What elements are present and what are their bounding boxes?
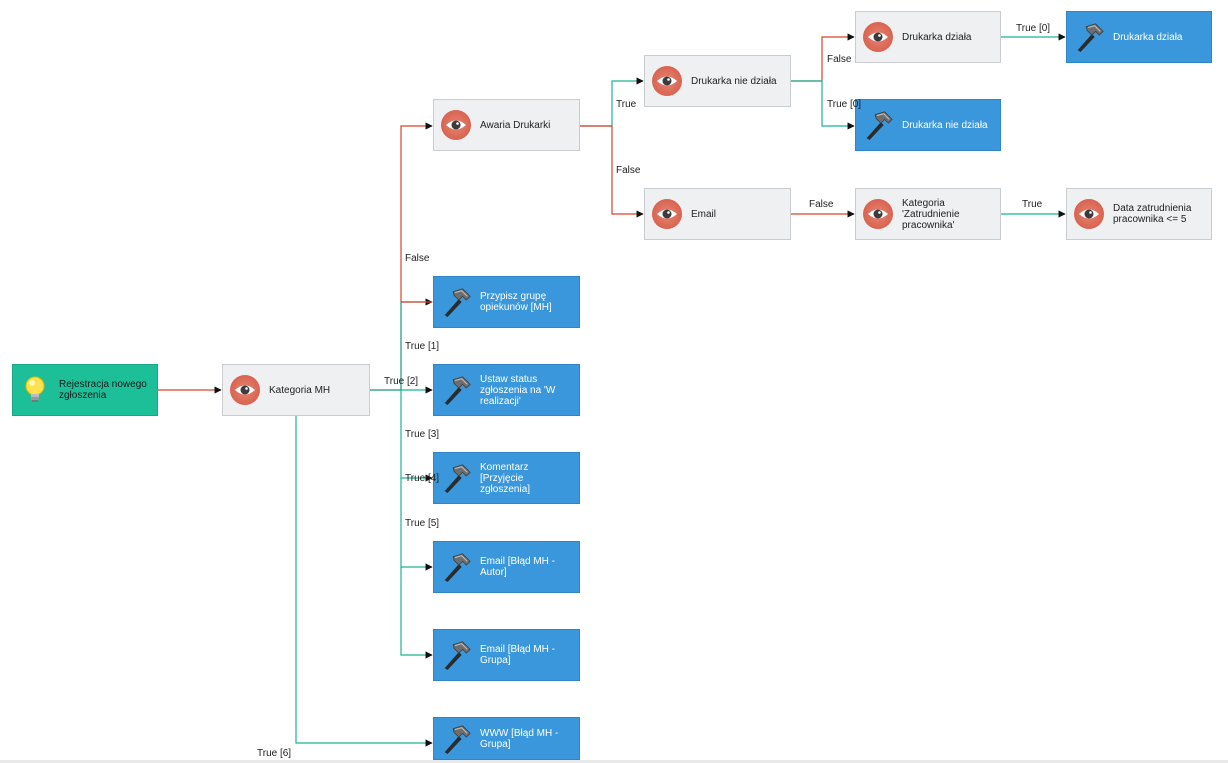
node-data-zatrudnienia-label: Data zatrudnienia pracownika <= 5 xyxy=(1113,203,1192,225)
edge-label-nie-dziala-false: False xyxy=(827,54,852,65)
hammer-icon xyxy=(440,723,472,755)
eye-icon xyxy=(862,198,894,230)
node-kategoria-mh[interactable]: Kategoria MH xyxy=(222,364,370,416)
node-email-cond-label: Email xyxy=(691,208,717,220)
edge-label-true-4: True [4] xyxy=(405,473,440,484)
node-data-zatrudnienia[interactable]: Data zatrudnienia pracownika <= 5 xyxy=(1066,188,1212,240)
edge-label-zatrudnienie-true: True xyxy=(1022,199,1043,210)
node-drukarka-dziala-cond[interactable]: Drukarka działa xyxy=(855,11,1001,63)
node-www-label: WWW [Błąd MH - Grupa] xyxy=(480,727,559,750)
node-www[interactable]: WWW [Błąd MH - Grupa] xyxy=(433,717,580,760)
edge-label-false-main: False xyxy=(405,253,430,264)
node-drukarka-nie-dziala-action[interactable]: Drukarka nie działa xyxy=(855,99,1001,151)
node-email-grupa-label: Email [Błąd MH - Grupa] xyxy=(480,644,556,666)
edge-label-true-2: True [2] xyxy=(384,376,419,387)
node-email-cond[interactable]: Email xyxy=(644,188,791,240)
edge-label-true-3: True [3] xyxy=(405,429,440,440)
edge-label-true-5: True [5] xyxy=(405,518,440,529)
node-kategoria-zatrudnienie-label: Kategoria 'Zatrudnienie pracownika' xyxy=(902,197,960,231)
node-drukarka-dziala-cond-label: Drukarka działa xyxy=(902,31,972,43)
hammer-icon xyxy=(440,551,472,583)
lightbulb-icon xyxy=(19,374,51,406)
node-drukarka-nie-dziala-cond[interactable]: Drukarka nie działa xyxy=(644,55,791,107)
node-komentarz[interactable]: Komentarz [Przyjęcie zgłoszenia] xyxy=(433,452,580,504)
node-ustaw-label: Ustaw status zgłoszenia na 'W realizacji… xyxy=(480,373,556,407)
hammer-icon xyxy=(440,286,472,318)
edge-label-awaria-false: False xyxy=(616,165,641,176)
edge-awaria-false xyxy=(580,125,644,218)
node-drukarka-dziala-action[interactable]: Drukarka działa xyxy=(1066,11,1212,63)
node-kategoria-zatrudnienie[interactable]: Kategoria 'Zatrudnienie pracownika' xyxy=(855,188,1001,240)
eye-icon xyxy=(651,198,683,230)
hammer-icon xyxy=(862,109,894,141)
eye-icon xyxy=(440,109,472,141)
node-przypisz-grupe[interactable]: Przypisz grupę opiekunów [MH] xyxy=(433,276,580,328)
node-email-autor-label: Email [Błąd MH - Autor] xyxy=(480,556,556,578)
hammer-icon xyxy=(440,374,472,406)
hammer-icon xyxy=(1073,21,1105,53)
eye-icon xyxy=(862,21,894,53)
edge-label-email-false: False xyxy=(809,199,834,210)
node-awaria-drukarki[interactable]: Awaria Drukarki xyxy=(433,99,580,151)
node-drukarka-nie-dziala-action-label: Drukarka nie działa xyxy=(902,119,988,131)
node-email-autor[interactable]: Email [Błąd MH - Autor] xyxy=(433,541,580,593)
node-awaria-label: Awaria Drukarki xyxy=(480,119,551,131)
node-drukarka-dziala-action-label: Drukarka działa xyxy=(1113,31,1183,43)
hammer-icon xyxy=(440,462,472,494)
eye-icon xyxy=(229,374,261,406)
edge-true5-email-grupa xyxy=(400,567,433,659)
node-drukarka-nie-dziala-cond-label: Drukarka nie działa xyxy=(691,75,777,87)
node-email-grupa[interactable]: Email [Błąd MH - Grupa] xyxy=(433,629,580,681)
edge-niedziala-true0 xyxy=(791,80,855,130)
node-komentarz-label: Komentarz [Przyjęcie zgłoszenia] xyxy=(480,461,531,495)
eye-icon xyxy=(1073,198,1105,230)
node-start-label: Rejestracja nowego zgłoszenia xyxy=(59,379,147,401)
hammer-icon xyxy=(440,639,472,671)
edge-label-awaria-true: True xyxy=(616,99,637,110)
node-ustaw-status[interactable]: Ustaw status zgłoszenia na 'W realizacji… xyxy=(433,364,580,416)
node-przypisz-label: Przypisz grupę opiekunów [MH] xyxy=(480,291,552,313)
edge-label-true-1: True [1] xyxy=(405,341,440,352)
node-start[interactable]: Rejestracja nowego zgłoszenia xyxy=(12,364,158,416)
edge-label-dziala-true0: True [0] xyxy=(1016,23,1051,34)
bottom-scroll-strip xyxy=(0,760,1228,763)
node-kategoria-mh-label: Kategoria MH xyxy=(269,384,331,396)
edge-true6-www xyxy=(295,416,433,747)
edge-label-nie-dziala-true0: True [0] xyxy=(827,99,862,110)
eye-icon xyxy=(651,65,683,97)
edge-label-true-6: True [6] xyxy=(257,748,292,759)
